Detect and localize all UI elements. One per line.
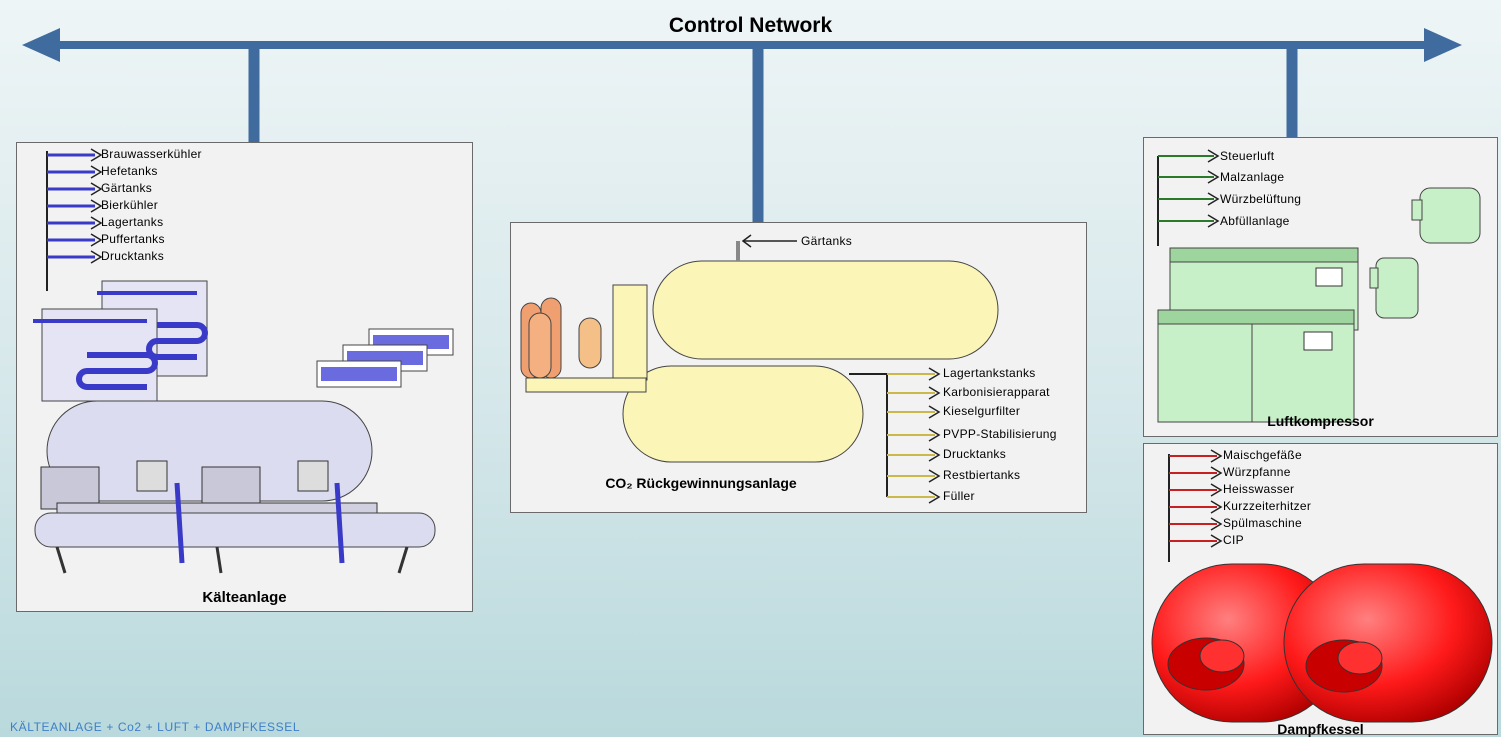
boiler-illustration — [1151, 563, 1493, 723]
kaelte-output-label: Puffertanks — [101, 232, 165, 246]
co2-input-label: Gärtanks — [801, 234, 853, 248]
co2-output-label: Restbiertanks — [943, 468, 1021, 482]
kaelte-output-label: Bierkühler — [101, 198, 159, 212]
co2-output-label: Kieselgurfilter — [943, 404, 1021, 418]
co2-diagram — [520, 234, 999, 504]
dampf-output-label: Maischgefäße — [1223, 448, 1302, 462]
co2-panel[interactable]: Gärtanks Lagertankstanks Karbonisierappa… — [510, 222, 1087, 513]
kaelte-output-label: Drucktanks — [101, 249, 165, 263]
luft-diagram — [1157, 149, 1481, 423]
dampf-output-label: Heisswasser — [1223, 482, 1295, 496]
evaporator-units-illustration — [33, 280, 454, 402]
co2-output-label: Füller — [943, 489, 975, 503]
kaelte-output-label: Hefetanks — [101, 164, 158, 178]
dampf-title: Dampfkessel — [1277, 721, 1364, 737]
co2-output-label: Lagertankstanks — [943, 366, 1036, 380]
co2-output-label: Karbonisierapparat — [943, 385, 1050, 399]
kaelteanlage-panel[interactable]: Brauwasserkühler Hefetanks Gärtanks Bier… — [16, 142, 473, 612]
luft-output-label: Malzanlage — [1220, 170, 1285, 184]
dampf-output-label: Würzpfanne — [1223, 465, 1291, 479]
luft-output-label: Würzbelüftung — [1220, 192, 1302, 206]
co2-output-label: Drucktanks — [943, 447, 1007, 461]
luftkompressor-panel[interactable]: Steuerluft Malzanlage Würzbelüftung Abfü… — [1143, 137, 1498, 437]
kaelte-output-label: Brauwasserkühler — [101, 147, 202, 161]
kaelte-outputs-diagram — [33, 148, 454, 574]
co2-output-label: PVPP-Stabilisierung — [943, 427, 1057, 441]
dampf-diagram — [1151, 449, 1493, 723]
kaelte-output-label: Gärtanks — [101, 181, 153, 195]
kaelte-title: Kälteanlage — [202, 589, 287, 606]
luft-title: Luftkompressor — [1267, 413, 1374, 429]
footer-caption: KÄLTEANLAGE + Co2 + LUFT + DAMPFKESSEL — [10, 720, 301, 734]
network-title: Control Network — [668, 14, 833, 37]
dampf-output-label: CIP — [1223, 533, 1244, 547]
luft-output-label: Steuerluft — [1220, 149, 1275, 163]
compressor-illustration — [34, 400, 436, 574]
kaelte-output-label: Lagertanks — [101, 215, 164, 229]
dampfkessel-panel[interactable]: Maischgefäße Würzpfanne Heisswasser Kurz… — [1143, 443, 1498, 737]
co2-title: CO₂ Rückgewinnungsanlage — [605, 475, 797, 491]
dampf-output-label: Kurzzeiterhitzer — [1223, 499, 1312, 513]
luft-output-label: Abfüllanlage — [1220, 214, 1290, 228]
dampf-output-label: Spülmaschine — [1223, 516, 1302, 530]
